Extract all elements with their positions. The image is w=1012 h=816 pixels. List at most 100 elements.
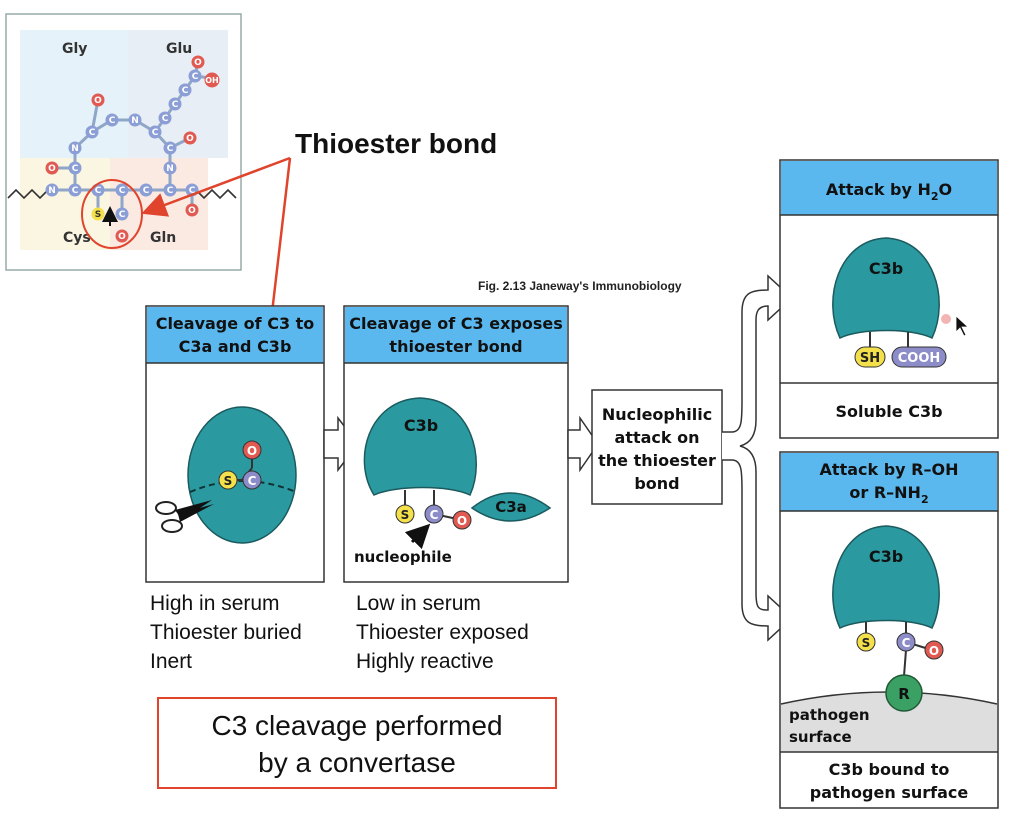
panel2-nucleophile-label: nucleophile [354,548,452,566]
panel2-caption-1: Low in serum [356,592,481,615]
panel4-footer-line1: C3b bound to [829,760,950,779]
sh-group [854,346,886,368]
svg-text:C: C [430,508,439,522]
panel2-title-line1: Cleavage of C3 exposes [349,314,562,333]
panel4-oxygen-atom [924,640,944,660]
callout-arrow-to-inset [141,156,291,217]
panel3-footer: Soluble C3b [835,402,942,421]
inset-label-gly: Gly [62,41,87,57]
panel1-caption-3: Inert [150,650,192,673]
svg-text:C: C [89,128,96,138]
svg-text:COOH: COOH [898,351,941,366]
center-box-line4: bond [634,474,679,493]
svg-text:C: C [192,72,199,82]
panel4-carbon-atom [896,632,916,652]
svg-text:S: S [224,474,233,488]
convertase-box [157,697,557,789]
svg-text:O: O [94,96,102,106]
svg-text:C: C [152,128,159,138]
svg-text:N: N [71,144,79,154]
panel2-header [345,307,567,363]
svg-text:O: O [929,644,939,658]
svg-text:O: O [457,514,467,528]
svg-text:C: C [248,474,257,488]
panel1-caption-1: High in serum [150,592,280,615]
panel1-sulfur-atom [218,470,238,490]
panel-attack-h2o: Attack by H2O C3b SH COOH Soluble C3b [779,159,999,439]
inset-label-glu: Glu [166,41,192,57]
svg-text:OH: OH [205,76,219,85]
panel3-title: Attack by H2O [826,180,952,203]
panel2-c3a-label: C3a [495,498,527,516]
svg-text:C: C [172,100,179,110]
panel1-carbon-atom [242,470,262,490]
inset-structure: Gly Glu Cys Gln N C C C C C C [5,13,242,271]
panel2-carbon-atom [424,504,444,524]
panel-cleavage-c3: Cleavage of C3 to C3a and C3b O S C [145,305,325,583]
c3-protein [187,406,297,544]
panel4-surface-line1: pathogen [789,706,870,724]
panel2-oxygen-atom [452,510,472,530]
svg-text:C: C [182,86,189,96]
panel1-title-line1: Cleavage of C3 to [156,314,315,333]
svg-text:C: C [902,636,911,650]
panel4-header [781,453,997,511]
panel4-c3b-protein [832,525,940,630]
center-box-line2: attack on [615,428,700,447]
panel1-caption-2: Thioester buried [150,621,302,644]
figure-credit: Fig. 2.13 Janeway's Immunobiology [478,279,682,293]
svg-text:O: O [48,164,56,174]
arrow-panel2-to-center [567,415,599,473]
svg-text:S: S [862,636,871,650]
panel2-caption-2: Thioester exposed [356,621,529,644]
center-box-line1: Nucleophilic [602,405,712,424]
panel4-c3b-label: C3b [869,547,903,566]
scissors-icon [155,500,214,533]
svg-text:N: N [131,116,139,126]
svg-text:O: O [188,206,196,216]
svg-text:N: N [48,186,56,196]
svg-text:O: O [247,444,257,458]
svg-text:C: C [167,186,174,196]
panel4-title-line1: Attack by R–OH [820,460,959,479]
svg-text:S: S [95,210,101,220]
panel2-title-line2: thioester bond [389,337,522,356]
panel-exposes-thioester: Cleavage of C3 exposes thioester bond C3… [343,305,569,583]
panel4-title-line2: or R–NH2 [849,483,928,506]
inset-chain-left [7,188,49,200]
inset-chain-right [195,188,237,200]
panel3-header [781,161,997,215]
panel3-c3b-label: C3b [869,259,903,278]
panel4-sulfur-atom [856,632,876,652]
svg-text:R: R [898,685,910,703]
nucleophilic-attack-box [591,389,723,505]
svg-text:C: C [119,210,126,220]
svg-text:O: O [186,134,194,144]
svg-text:C: C [119,186,126,196]
r-group [885,674,923,712]
svg-text:C: C [189,186,196,196]
panel1-header [147,307,323,363]
panel2-c3b-label: C3b [404,416,438,435]
convertase-line2: by a convertase [258,747,456,778]
cooh-group [891,346,947,368]
svg-text:SH: SH [860,351,880,366]
panel2-caption-3: Highly reactive [356,650,494,673]
panel4-footer-line2: pathogen surface [810,783,969,802]
inset-label-gln: Gln [150,230,176,246]
inset-gly-region [20,30,128,158]
svg-text:N: N [166,164,174,174]
inset-atoms: N C C C C C C C N C C N C C N C C C C O … [45,55,220,243]
convertase-line1: C3 cleavage performed [211,710,502,741]
pathogen-surface [781,692,997,752]
svg-text:C: C [109,116,116,126]
svg-text:C: C [72,164,79,174]
panel2-sulfur-atom [395,504,415,524]
inset-glu-region [128,30,228,158]
branch-arrow [722,274,794,642]
svg-text:S: S [401,508,410,522]
cursor-highlight [941,314,951,324]
panel1-oxygen-atom [242,440,262,460]
c3-cleavage-line [189,480,297,493]
mouse-cursor-icon [955,315,970,337]
